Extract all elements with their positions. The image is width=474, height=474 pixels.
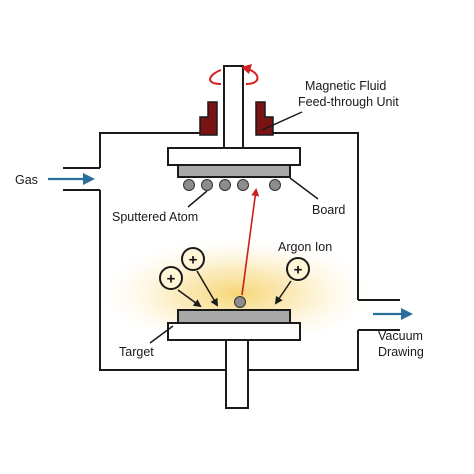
sputtered-atoms [183, 179, 281, 191]
ion-plus-sign: + [294, 262, 303, 279]
argon-ion: + [159, 266, 183, 290]
leader-line-sputtered-atom [187, 190, 208, 208]
label-sputtered-atom: Sputtered Atom [112, 210, 198, 224]
ion-arrow [177, 289, 202, 308]
label-target: Target [119, 345, 154, 359]
label-gas: Gas [15, 173, 38, 187]
sputtered-atom [237, 179, 249, 191]
label-feed-through-unit: Feed-through Unit [298, 95, 399, 109]
magnetic-fluid-seal [199, 101, 218, 136]
ion-arrow [274, 280, 292, 305]
ejected-atom [234, 296, 246, 308]
ion-arrow [196, 270, 219, 307]
ion-plus-sign: + [189, 252, 198, 269]
leader-line-target [149, 325, 174, 344]
argon-ion: + [286, 257, 310, 281]
rotation-arrow-head [241, 64, 252, 74]
target-holder [167, 322, 301, 341]
substrate-holder [167, 147, 301, 166]
sputtered-atom [219, 179, 231, 191]
argon-ion: + [181, 247, 205, 271]
label-vacuum: Vacuum [378, 329, 423, 343]
sputtered-atom [201, 179, 213, 191]
vacuum-outlet-pipe [358, 299, 400, 331]
sputtered-atom [183, 179, 195, 191]
target-shaft [225, 339, 249, 409]
rotation-arrow [209, 68, 259, 85]
label-argon-ion: Argon Ion [278, 240, 332, 254]
gas-inlet-pipe [63, 167, 100, 191]
magnetic-fluid-seal [255, 101, 274, 136]
label-magnetic-fluid: Magnetic Fluid [305, 79, 386, 93]
sputter-trajectory-arrow [241, 188, 260, 296]
leader-line-board [289, 177, 319, 200]
board-plate [177, 164, 291, 178]
ion-plus-sign: + [167, 271, 176, 288]
target-plate [177, 309, 291, 324]
label-board: Board [312, 203, 345, 217]
leader-line-magnetic-fluid [261, 111, 303, 131]
rotating-shaft [223, 65, 244, 150]
label-drawing: Drawing [378, 345, 424, 359]
sputtered-atom [269, 179, 281, 191]
